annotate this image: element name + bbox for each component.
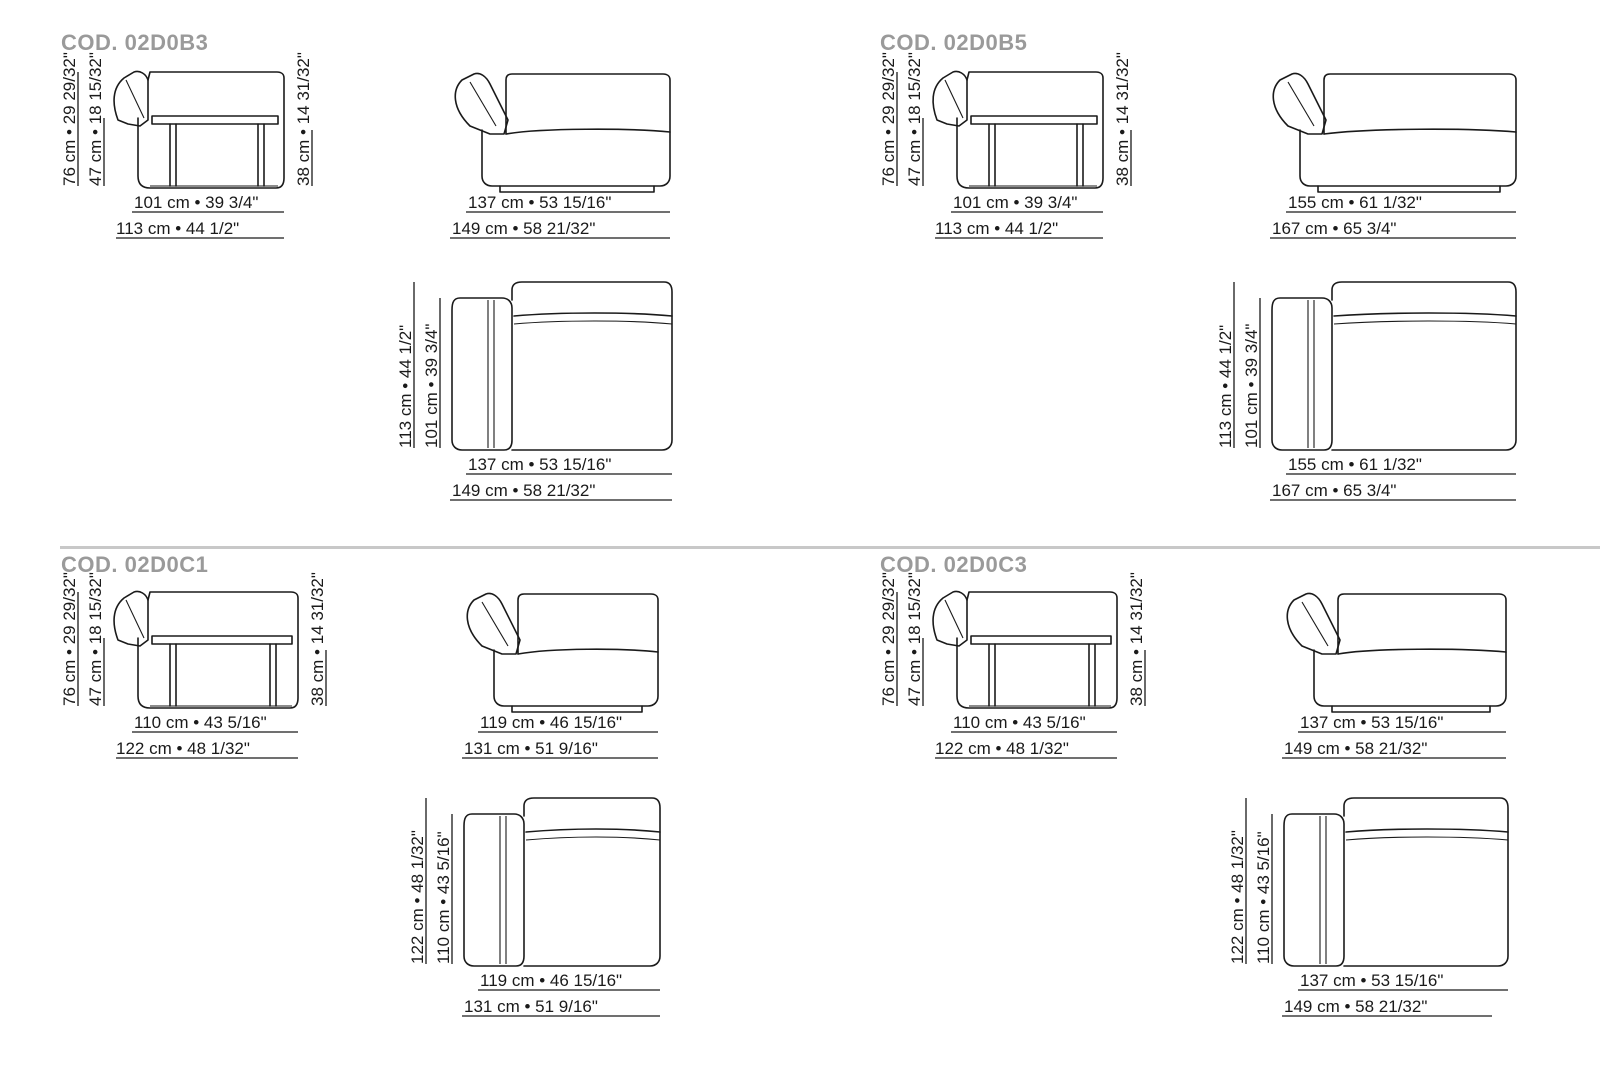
front-width-outer-label: 149 cm • 58 21/32" xyxy=(452,219,595,238)
front-view-drawing xyxy=(1282,592,1507,759)
side-depth-outer-label: 122 cm • 48 1/32" xyxy=(116,739,250,758)
front-view-drawing xyxy=(462,592,659,759)
product-code-title: COD. 02D0C1 xyxy=(61,552,209,577)
side-view-drawing xyxy=(896,590,1146,759)
side-depth-inner-label: 101 cm • 39 3/4" xyxy=(134,193,258,212)
height-arm-label: 47 cm • 18 15/32" xyxy=(86,572,105,706)
side-view-drawing xyxy=(113,70,285,189)
plan-width-outer-label: 149 cm • 58 21/32" xyxy=(1284,997,1427,1016)
height-total-label: 76 cm • 29 29/32" xyxy=(879,52,898,186)
plan-depth-outer-label: 113 cm • 44 1/2" xyxy=(1216,325,1235,448)
height-seat-label: 38 cm • 14 31/32" xyxy=(1127,572,1146,706)
front-width-inner-label: 137 cm • 53 15/16" xyxy=(1300,713,1443,732)
side-depth-inner-label: 110 cm • 43 5/16" xyxy=(953,713,1086,732)
front-width-inner-label: 155 cm • 61 1/32" xyxy=(1288,193,1422,212)
product-code-title: COD. 02D0B5 xyxy=(880,30,1028,55)
plan-width-inner-label: 119 cm • 46 15/16" xyxy=(480,971,622,990)
side-depth-inner-label: 110 cm • 43 5/16" xyxy=(134,713,267,732)
front-width-outer-label: 149 cm • 58 21/32" xyxy=(1284,739,1427,758)
plan-view-drawing xyxy=(1245,797,1509,1017)
height-total-label: 76 cm • 29 29/32" xyxy=(60,52,79,186)
front-view-drawing xyxy=(454,72,671,193)
height-total-label: 76 cm • 29 29/32" xyxy=(879,572,898,706)
side-view-drawing xyxy=(896,70,1132,239)
plan-depth-outer-label: 122 cm • 48 1/32" xyxy=(408,830,427,964)
plan-width-inner-label: 137 cm • 53 15/16" xyxy=(1300,971,1443,990)
side-depth-outer-label: 122 cm • 48 1/32" xyxy=(935,739,1069,758)
plan-view-drawing xyxy=(1271,281,1517,451)
front-width-inner-label: 137 cm • 53 15/16" xyxy=(468,193,611,212)
side-depth-inner-label: 101 cm • 39 3/4" xyxy=(953,193,1077,212)
plan-depth-inner-label: 101 cm • 39 3/4" xyxy=(1242,324,1261,448)
plan-depth-inner-label: 101 cm • 39 3/4" xyxy=(422,324,441,448)
height-total-label: 76 cm • 29 29/32" xyxy=(60,572,79,706)
plan-width-outer-label: 131 cm • 51 9/16" xyxy=(464,997,598,1016)
plan-width-inner-label: 137 cm • 53 15/16" xyxy=(468,455,611,474)
plan-depth-outer-label: 113 cm • 44 1/2" xyxy=(396,325,415,448)
plan-depth-outer-label: 122 cm • 48 1/32" xyxy=(1228,830,1247,964)
side-view-drawing xyxy=(77,590,327,759)
height-arm-label: 47 cm • 18 15/32" xyxy=(905,572,924,706)
height-arm-label: 47 cm • 18 15/32" xyxy=(905,52,924,186)
section-divider xyxy=(60,546,1600,549)
plan-view-drawing xyxy=(451,281,673,451)
product-code-title: COD. 02D0B3 xyxy=(61,30,209,55)
height-seat-label: 38 cm • 14 31/32" xyxy=(308,572,327,706)
side-depth-outer-label: 113 cm • 44 1/2" xyxy=(935,219,1058,238)
side-depth-outer-label: 113 cm • 44 1/2" xyxy=(116,219,239,238)
plan-view-drawing xyxy=(425,797,661,1017)
product-code-title: COD. 02D0C3 xyxy=(880,552,1028,577)
height-arm-label: 47 cm • 18 15/32" xyxy=(86,52,105,186)
front-view-drawing xyxy=(1272,72,1517,193)
height-seat-label: 38 cm • 14 31/32" xyxy=(294,52,313,186)
plan-width-inner-label: 155 cm • 61 1/32" xyxy=(1288,455,1422,474)
plan-width-outer-label: 167 cm • 65 3/4" xyxy=(1272,481,1396,500)
front-width-outer-label: 167 cm • 65 3/4" xyxy=(1272,219,1396,238)
plan-depth-inner-label: 110 cm • 43 5/16" xyxy=(1254,831,1273,964)
front-width-outer-label: 131 cm • 51 9/16" xyxy=(464,739,598,758)
plan-depth-inner-label: 110 cm • 43 5/16" xyxy=(434,831,453,964)
plan-width-outer-label: 149 cm • 58 21/32" xyxy=(452,481,595,500)
height-seat-label: 38 cm • 14 31/32" xyxy=(1113,52,1132,186)
front-width-inner-label: 119 cm • 46 15/16" xyxy=(480,713,622,732)
